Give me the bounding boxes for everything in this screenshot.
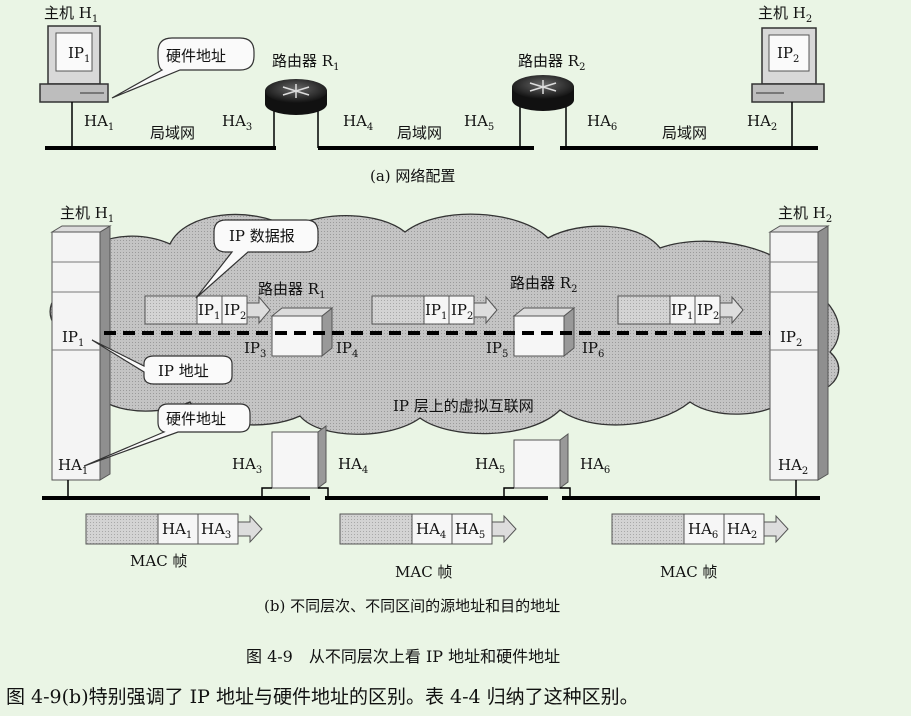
ha6-label-b: HA6 (580, 455, 610, 476)
figure-caption: 图 4-9 从不同层次上看 IP 地址和硬件地址 (246, 647, 560, 666)
router-r2-icon (512, 75, 574, 148)
ip3-label: IP3 (244, 339, 266, 360)
mac-frame-2 (339, 513, 517, 545)
virtual-internet-label: IP 层上的虚拟互联网 (393, 397, 534, 415)
panel-b-address-layers: IP 层上的虚拟互联网 主机 H1 IP1 HA1 主机 H2 (42, 204, 840, 615)
ha2-label-b: HA2 (778, 456, 808, 477)
mac-frame-2-src: HA4 (416, 520, 446, 541)
mac-frame-1-src: HA1 (162, 520, 192, 541)
datagram-3-dst: IP2 (697, 301, 719, 322)
router-r2-box (503, 306, 576, 498)
host-h1-computer-icon (39, 25, 109, 148)
ip4-label: IP4 (336, 339, 358, 360)
panel-a-network-configuration: IP1 主机 H1 硬件地址 HA1 HA3 HA4 HA5 HA6 HA2 局… (39, 4, 825, 185)
host-h1-label: 主机 H1 (44, 4, 98, 25)
ha4-label: HA4 (343, 112, 373, 133)
router-r1-label: 路由器 R1 (272, 52, 339, 73)
router-r2-label-b: 路由器 R2 (510, 274, 577, 295)
router-r1-icon (265, 79, 327, 148)
host-h2-ip-label: IP2 (777, 44, 799, 65)
ha5-label-b: HA5 (475, 455, 505, 476)
mac-frame-3-src: HA6 (688, 520, 718, 541)
ha3-label-b: HA3 (232, 455, 262, 476)
mac-frame-3 (611, 513, 789, 545)
host-h1-protocol-stack (50, 225, 112, 498)
host-h1-ip-label: IP1 (68, 44, 90, 65)
mac-frame-1-dst: HA3 (201, 520, 231, 541)
ha1-label-b: HA1 (58, 456, 88, 477)
hardware-address-callout-b: 硬件地址 (83, 403, 251, 467)
hardware-address-callout-text: 硬件地址 (166, 47, 226, 65)
host-h2-ip-label-b: IP2 (780, 328, 802, 349)
host-h1-label-b: 主机 H1 (60, 204, 114, 225)
ha6-label: HA6 (587, 112, 617, 133)
datagram-1-src: IP1 (198, 301, 220, 322)
hardware-address-callout-b-text: 硬件地址 (166, 410, 226, 428)
ip-datagram-2 (371, 295, 498, 325)
datagram-2-dst: IP2 (451, 301, 473, 322)
ip-address-callout-text: IP 地址 (158, 362, 209, 380)
ha1-label: HA1 (84, 112, 114, 133)
mac-frame-2-dst: HA5 (455, 520, 485, 541)
mac-frame-1-label: MAC 帧 (130, 552, 187, 570)
ha3-label: HA3 (222, 112, 252, 133)
host-h2-computer-icon (751, 27, 825, 148)
ip-datagram-callout: IP 数据报 (195, 219, 319, 299)
router-r1-box (261, 306, 334, 498)
host-h2-protocol-stack (768, 225, 830, 498)
mac-frame-3-label: MAC 帧 (660, 563, 717, 581)
caption-a: (a) 网络配置 (370, 167, 455, 185)
mac-frame-1 (85, 513, 263, 545)
datagram-1-dst: IP2 (224, 301, 246, 322)
host-h1-ip-label-b: IP1 (62, 328, 84, 349)
ha5-label: HA5 (464, 112, 494, 133)
ip5-label: IP5 (486, 339, 508, 360)
mac-frame-3-dst: HA2 (727, 520, 757, 541)
ip-datagram-1 (144, 295, 271, 325)
lan-label-3: 局域网 (662, 124, 707, 142)
lan-label-2: 局域网 (397, 124, 442, 142)
hardware-address-callout-a: 硬件地址 (111, 37, 255, 99)
caption-b: (b) 不同层次、不同区间的源地址和目的地址 (264, 597, 560, 615)
ip6-label: IP6 (582, 339, 604, 360)
mac-frame-2-label: MAC 帧 (395, 563, 452, 581)
ha4-label-b: HA4 (338, 455, 368, 476)
host-h2-label-b: 主机 H2 (778, 204, 832, 225)
ip-datagram-3 (617, 295, 744, 325)
body-paragraph: 图 4-9(b)特别强调了 IP 地址与硬件地址的区别。表 4-4 归纳了这种区… (6, 686, 639, 708)
datagram-3-src: IP1 (671, 301, 693, 322)
ha2-label: HA2 (747, 112, 777, 133)
router-r1-label-b: 路由器 R1 (258, 280, 325, 301)
router-r2-label: 路由器 R2 (518, 52, 585, 73)
lan-label-1: 局域网 (150, 124, 195, 142)
datagram-2-src: IP1 (425, 301, 447, 322)
ip-address-callout: IP 地址 (91, 339, 233, 385)
ip-datagram-callout-text: IP 数据报 (229, 227, 295, 245)
host-h2-label: 主机 H2 (758, 4, 812, 25)
